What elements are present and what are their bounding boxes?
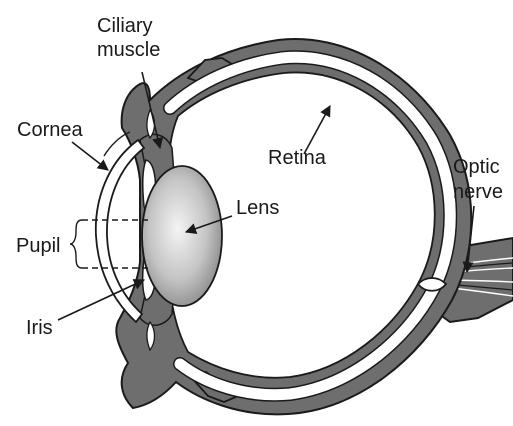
label-pupil: Pupil [16, 235, 60, 257]
optic-disc [418, 278, 446, 291]
cornea-arrow [72, 142, 108, 170]
label-lens: Lens [236, 197, 279, 219]
label-optic-line1: Optic [453, 156, 500, 178]
label-cornea: Cornea [17, 119, 83, 141]
label-retina: Retina [268, 147, 327, 169]
pupil-brace [70, 220, 82, 268]
lens-shape [142, 166, 222, 306]
label-ciliary-line1: Ciliary [97, 15, 153, 37]
label-iris: Iris [26, 317, 53, 339]
label-ciliary-line2: muscle [97, 39, 160, 61]
label-optic-line2: nerve [453, 181, 503, 203]
